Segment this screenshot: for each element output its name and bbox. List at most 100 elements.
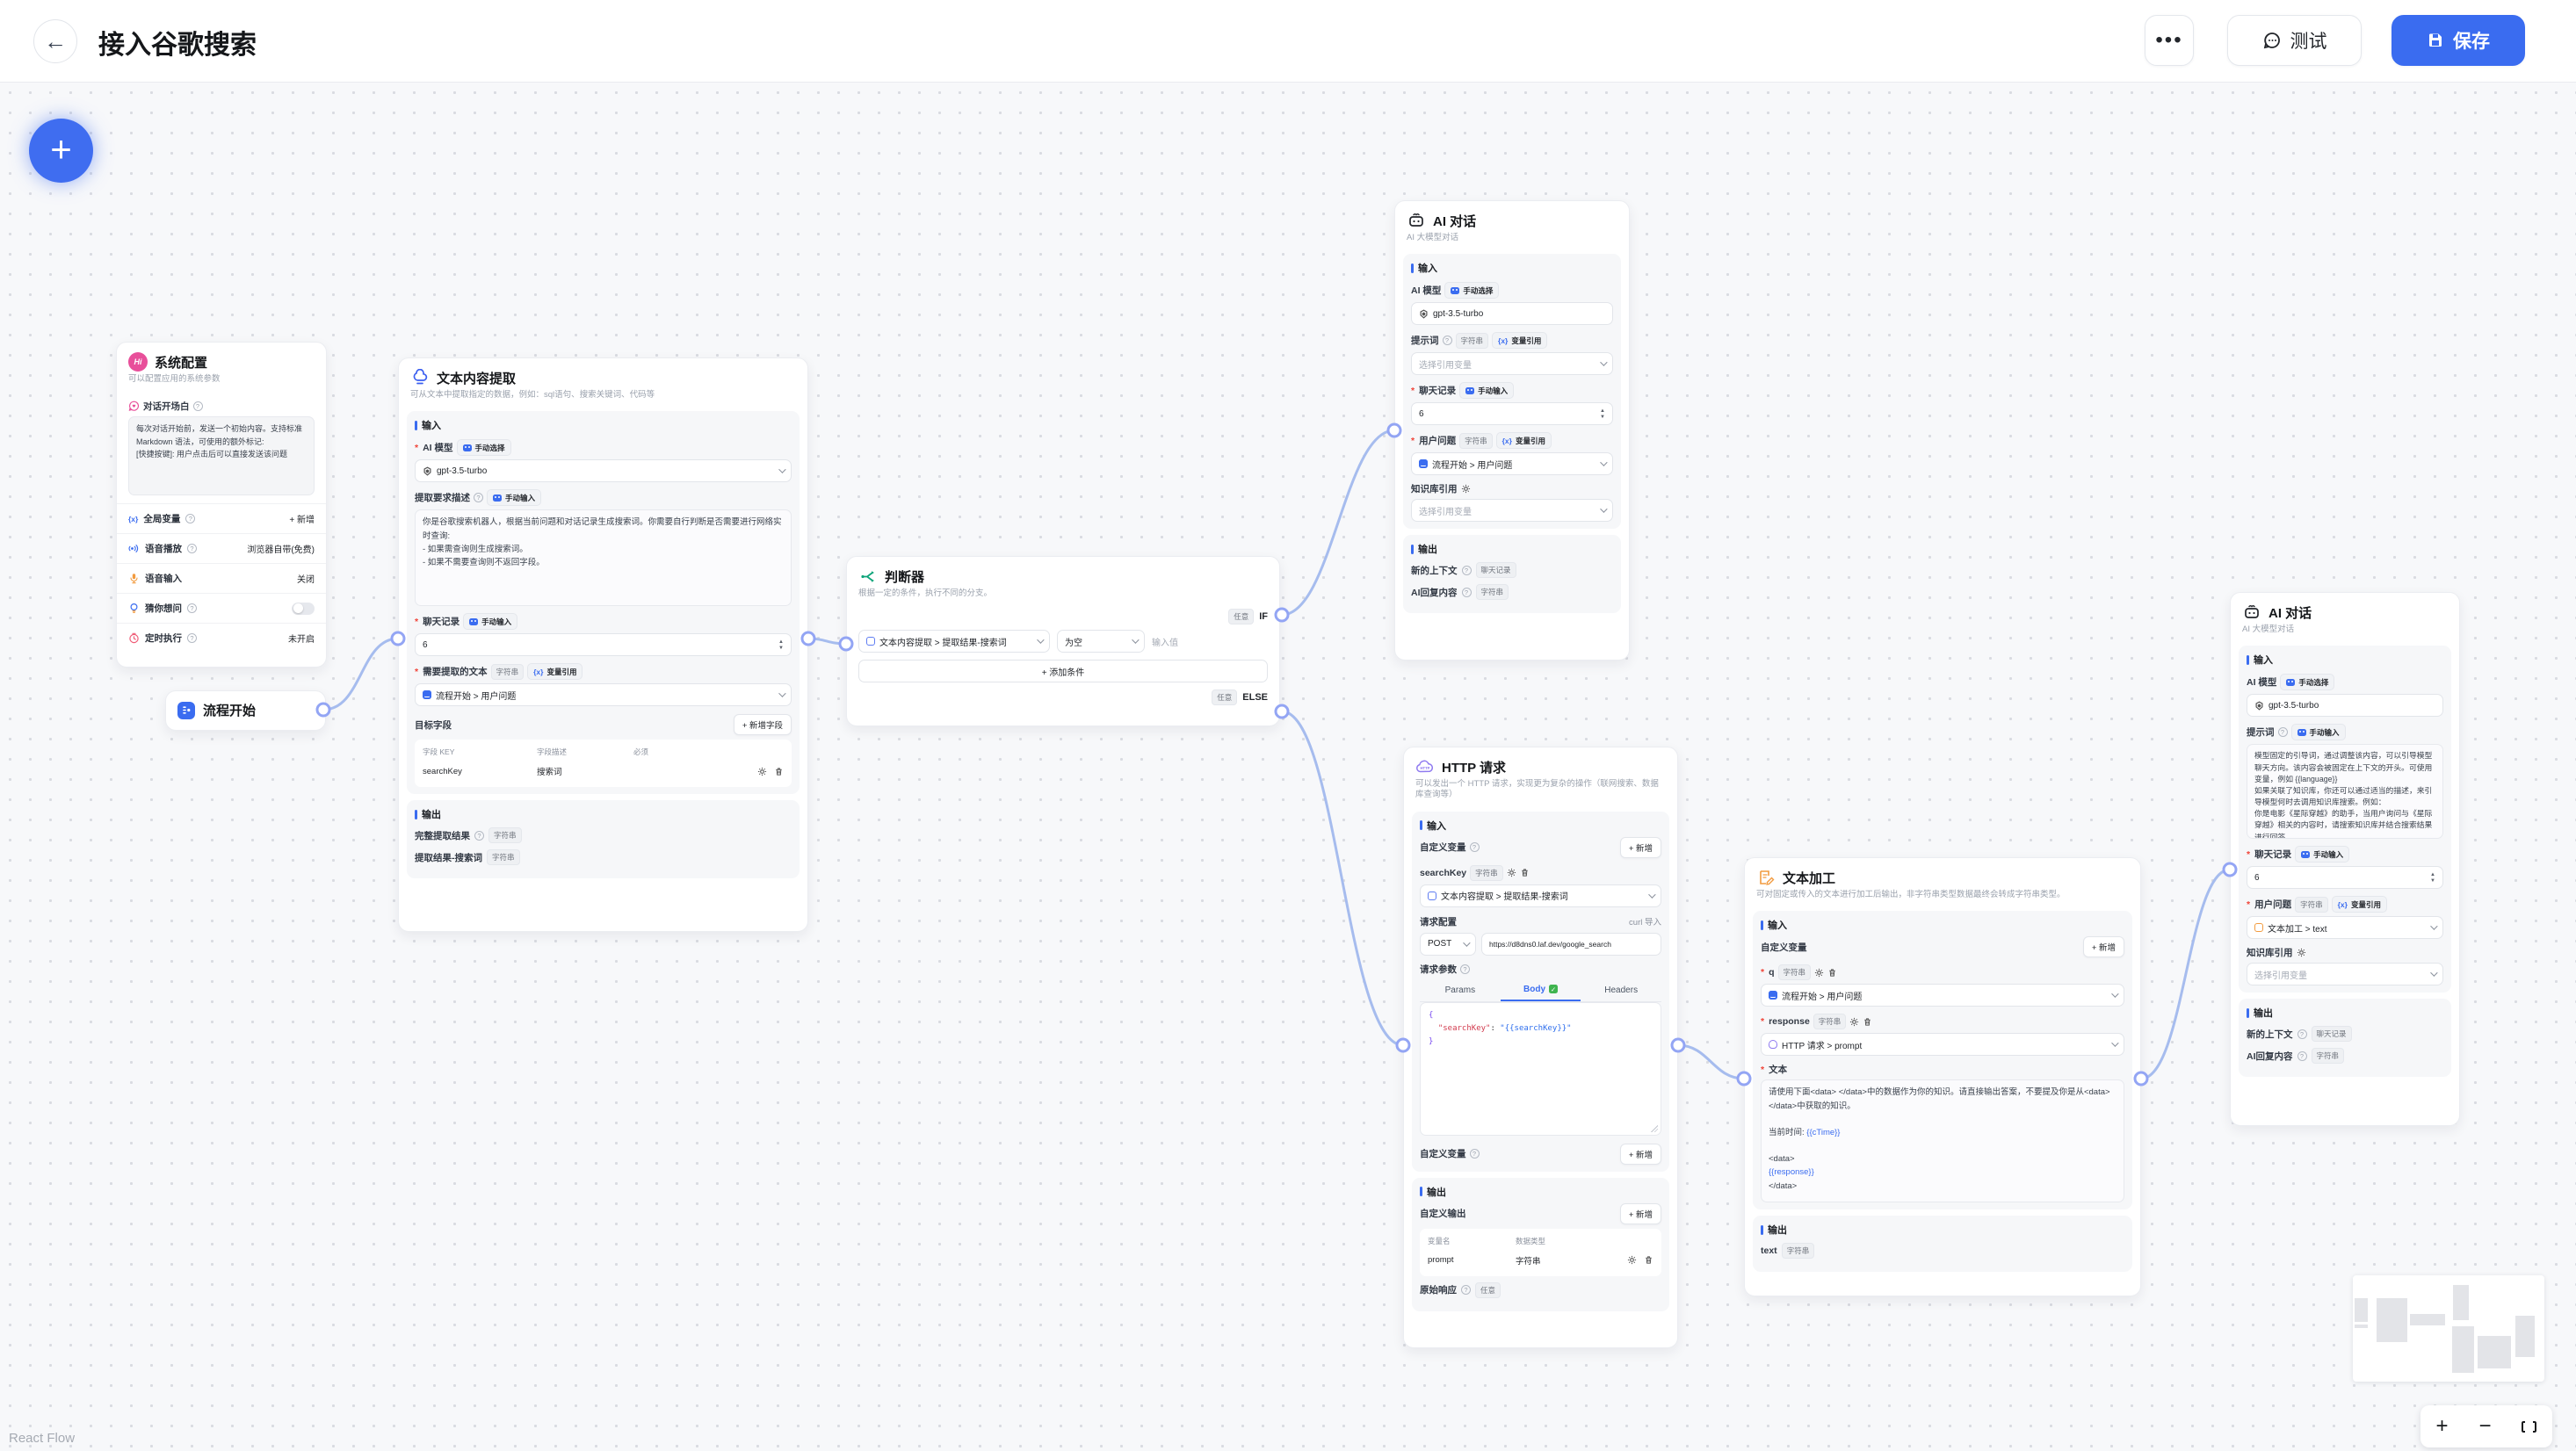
flow-canvas[interactable] <box>0 83 2576 1451</box>
tts-value[interactable]: 浏览器自带(免费) <box>247 545 315 556</box>
help-icon[interactable]: ? <box>1461 587 1472 597</box>
node-http-request[interactable]: HTTP HTTP 请求 可以发出一个 HTTP 请求，实现更为复杂的操作（联网… <box>1403 747 1678 1348</box>
add-condition-button[interactable]: + 添加条件 <box>858 660 1268 683</box>
node-system-config[interactable]: Hi 系统配置 可以配置应用的系统参数 对话开场白? 每次对话开始前，发送一个初… <box>116 342 327 668</box>
manual-input-badge[interactable]: 手动输入 <box>487 489 542 507</box>
tab-body[interactable]: Body✓ <box>1500 979 1581 1001</box>
global-variable-row[interactable]: {x}全局变量? + 新增 <box>117 503 326 533</box>
var-ref-badge[interactable]: {x}变量引用 <box>527 663 583 681</box>
tts-row[interactable]: 语音播放? 浏览器自带(免费) <box>117 533 326 563</box>
number-steppers[interactable]: ▲▼ <box>1600 408 1605 420</box>
model-select[interactable]: gpt-3.5-turbo <box>2247 694 2443 718</box>
save-button[interactable]: 保存 <box>2391 15 2525 66</box>
condition-variable-select[interactable]: 文本内容提取 > 提取结果-搜索词 <box>858 630 1050 653</box>
help-icon[interactable]: ? <box>1469 842 1480 853</box>
guess-question-row[interactable]: 猜你想问? <box>117 593 326 623</box>
prompt-textarea[interactable]: 模型固定的引导词，通过调整该内容，可以引导模型聊天方向。该内容会被固定在上下文的… <box>2247 744 2443 840</box>
gear-icon[interactable] <box>1814 968 1824 978</box>
test-button[interactable]: 测试 <box>2227 15 2362 66</box>
extract-requirement-textarea[interactable]: 你是谷歌搜索机器人，根据当前问题和对话记录生成搜索词。你需要自行判断是否需要进行… <box>415 509 792 607</box>
gear-icon[interactable] <box>1849 1017 1859 1027</box>
gear-icon[interactable] <box>1461 484 1471 494</box>
help-icon[interactable]: ? <box>192 401 203 412</box>
add-variable-button[interactable]: + 新增 <box>1619 1143 1661 1165</box>
model-select[interactable]: gpt-3.5-turbo <box>415 459 792 483</box>
speech-input-value[interactable]: 关闭 <box>297 575 315 586</box>
speech-input-row[interactable]: 语音输入 关闭 <box>117 563 326 593</box>
method-select[interactable]: POST <box>1420 932 1476 956</box>
kb-select[interactable]: 选择引用变量 <box>2247 963 2443 986</box>
curl-import-button[interactable]: curl 导入 <box>1629 918 1661 928</box>
chat-history-input[interactable]: 6 ▲▼ <box>2247 866 2443 890</box>
add-global-variable-button[interactable]: + 新增 <box>289 516 315 526</box>
var-ref-badge[interactable]: {x}变量引用 <box>1495 432 1552 450</box>
help-icon[interactable]: ? <box>1469 1149 1480 1159</box>
node-flow-start[interactable]: 流程开始 <box>165 690 326 731</box>
react-flow-attribution[interactable]: React Flow <box>9 1431 76 1446</box>
add-variable-button[interactable]: + 新增 <box>1619 836 1661 858</box>
zoom-out-button[interactable]: − <box>2478 1414 2492 1438</box>
trash-icon[interactable] <box>774 767 784 776</box>
trash-icon[interactable] <box>1644 1255 1653 1265</box>
resize-handle[interactable] <box>1651 1124 1658 1132</box>
gear-icon[interactable] <box>1627 1255 1637 1265</box>
user-question-select[interactable]: 流程开始 > 用户问题 <box>1411 452 1613 476</box>
chat-history-input[interactable]: 6 ▲▼ <box>415 633 792 657</box>
url-input[interactable]: https://d8dns0.laf.dev/google_search <box>1481 932 1661 956</box>
help-icon[interactable]: ? <box>474 830 484 841</box>
node-ai-chat-top[interactable]: AI 对话 AI 大模型对话 输入 AI 模型 手动选择 gpt-3.5-tur… <box>1394 200 1630 661</box>
opening-message-textarea[interactable]: 每次对话开始前，发送一个初始内容。支持标准 Markdown 语法，可使用的额外… <box>128 416 315 496</box>
help-icon[interactable]: ? <box>1460 964 1470 974</box>
help-icon[interactable]: ? <box>187 544 197 554</box>
manual-input-badge[interactable]: 手动输入 <box>1459 382 1515 400</box>
target-text-select[interactable]: 流程开始 > 用户问题 <box>415 683 792 707</box>
table-row[interactable]: searchKey 搜索词 <box>423 760 784 783</box>
manual-input-badge[interactable]: 手动输入 <box>2295 846 2350 863</box>
trash-icon[interactable] <box>1863 1017 1872 1027</box>
condition-operator-select[interactable]: 为空 <box>1057 630 1145 653</box>
minimap[interactable] <box>2353 1275 2544 1382</box>
body-json-editor[interactable]: { "searchKey": "{{searchKey}}" } <box>1420 1001 1661 1136</box>
help-icon[interactable]: ? <box>187 633 197 644</box>
manual-select-badge[interactable]: 手动选择 <box>456 439 511 457</box>
help-icon[interactable]: ? <box>1442 336 1452 346</box>
user-question-select[interactable]: 文本加工 > text <box>2247 916 2443 940</box>
manual-input-badge[interactable]: 手动输入 <box>463 613 518 631</box>
help-icon[interactable]: ? <box>2277 727 2288 738</box>
help-icon[interactable]: ? <box>1461 1285 1471 1296</box>
text-template-textarea[interactable]: 请使用下面<data> </data>中的数据作为你的知识。请直接输出答案，不要… <box>1761 1079 2124 1203</box>
var-ref-badge[interactable]: {x}变量引用 <box>1492 332 1548 350</box>
number-steppers[interactable]: ▲▼ <box>2430 871 2435 884</box>
manual-select-badge[interactable]: 手动选择 <box>1444 282 1500 300</box>
tab-params[interactable]: Params <box>1444 985 1476 995</box>
gear-icon[interactable] <box>757 767 767 776</box>
manual-select-badge[interactable]: 手动选择 <box>2280 674 2335 691</box>
help-icon[interactable]: ? <box>185 514 196 524</box>
number-steppers[interactable]: ▲▼ <box>778 639 784 651</box>
help-icon[interactable]: ? <box>474 493 483 503</box>
trash-icon[interactable] <box>1520 868 1530 877</box>
table-row[interactable]: prompt 字符串 <box>1428 1249 1653 1272</box>
q-variable-select[interactable]: 流程开始 > 用户问题 <box>1761 984 2124 1007</box>
node-ai-chat-right[interactable]: AI 对话 AI 大模型对话 输入 AI 模型 手动选择 gpt-3.5-tur… <box>2230 592 2460 1126</box>
scheduled-run-value[interactable]: 未开启 <box>288 635 315 646</box>
scheduled-run-row[interactable]: 定时执行? 未开启 <box>117 623 326 653</box>
trash-icon[interactable] <box>1827 968 1837 978</box>
back-button[interactable]: ← <box>33 19 77 63</box>
more-menu-button[interactable]: ••• <box>2145 15 2194 66</box>
gear-icon[interactable] <box>2297 948 2306 957</box>
prompt-select[interactable]: 选择引用变量 <box>1411 352 1613 376</box>
search-key-select[interactable]: 文本内容提取 > 提取结果-搜索词 <box>1420 884 1661 907</box>
add-variable-button[interactable]: + 新增 <box>2082 936 2124 958</box>
kb-select[interactable]: 选择引用变量 <box>1411 499 1613 523</box>
zoom-in-button[interactable]: + <box>2435 1414 2449 1438</box>
add-node-button[interactable]: + <box>29 119 93 183</box>
help-icon[interactable]: ? <box>1461 565 1472 575</box>
node-text-process[interactable]: 文本加工 可对固定或传入的文本进行加工后输出，非字符串类型数据最终会转成字符串类… <box>1744 857 2141 1296</box>
var-ref-badge[interactable]: {x}变量引用 <box>2331 896 2387 913</box>
help-icon[interactable]: ? <box>2297 1050 2307 1061</box>
fit-view-button[interactable] <box>2522 1419 2537 1434</box>
response-variable-select[interactable]: HTTP 请求 > prompt <box>1761 1033 2124 1057</box>
model-select[interactable]: gpt-3.5-turbo <box>1411 302 1613 326</box>
